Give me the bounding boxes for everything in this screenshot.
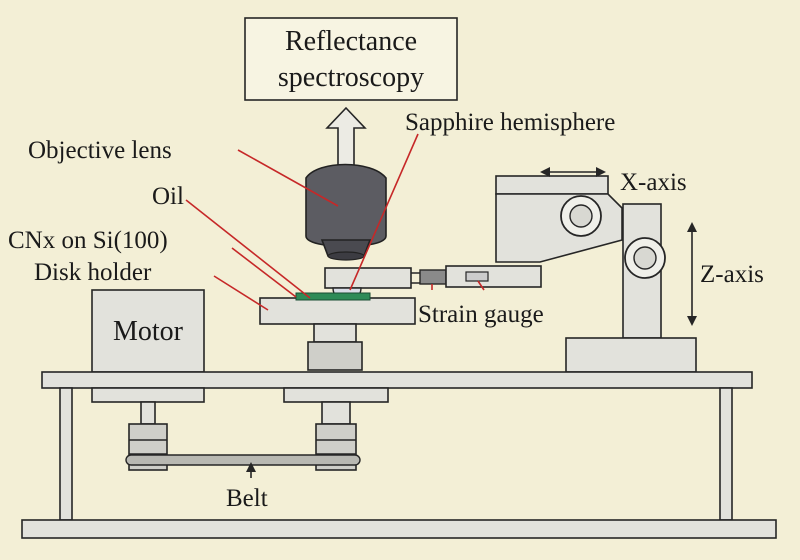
objective-lens (305, 163, 387, 261)
belt-label: Belt (226, 485, 268, 512)
strain-gauge-block-1 (419, 269, 447, 285)
leader-disk-holder (213, 275, 269, 311)
table-leg-right (719, 387, 733, 521)
z-axis-label: Z-axis (700, 261, 764, 288)
spindle-collar (307, 341, 363, 371)
motor-body (91, 289, 205, 373)
spectroscopy-label-line1: Reflectance (285, 26, 417, 57)
spindle-upper (313, 323, 357, 343)
x-axis-label: X-axis (620, 169, 687, 196)
cnx-label: CNx on Si(100) (8, 227, 168, 254)
x-axis-arrow (540, 167, 606, 177)
z-axis-arrow (687, 222, 697, 326)
belt-arrow (246, 462, 256, 478)
z-axis-knob-inner (633, 246, 657, 270)
hemisphere-holder (324, 267, 412, 289)
leader-cnx (231, 247, 297, 298)
objective-lens-label: Objective lens (28, 137, 172, 164)
motor-label: Motor (113, 316, 184, 347)
x-stage-body (495, 193, 623, 263)
spindle-mount (283, 387, 389, 403)
light-up-arrow (325, 106, 367, 169)
strain-gauge-element (465, 271, 489, 282)
leader-sapphire (349, 133, 419, 291)
base-plate (21, 519, 777, 539)
x-axis-knob-inner (569, 204, 593, 228)
z-column-base (565, 337, 697, 373)
holder-connector (411, 272, 420, 284)
cantilever-arm (445, 265, 542, 288)
motor-mount (91, 387, 205, 403)
spindle-shaft (321, 401, 351, 425)
strain-gauge-label: Strain gauge (418, 301, 544, 328)
disk-holder (259, 297, 416, 325)
spectroscopy-label-line2: spectroscopy (278, 62, 424, 93)
x-stage-top (495, 175, 609, 195)
table-top (41, 371, 753, 389)
spectroscopy-box (244, 17, 458, 101)
motor-shaft (140, 401, 156, 425)
leader-oil (185, 199, 311, 299)
leader-objective (237, 149, 339, 207)
belt (125, 454, 361, 466)
oil-label: Oil (152, 183, 184, 210)
disk-holder-label: Disk holder (34, 259, 152, 286)
table-leg-left (59, 387, 73, 521)
sapphire-hemisphere-label: Sapphire hemisphere (405, 109, 615, 136)
leader-strain-gauge-2 (477, 280, 485, 291)
